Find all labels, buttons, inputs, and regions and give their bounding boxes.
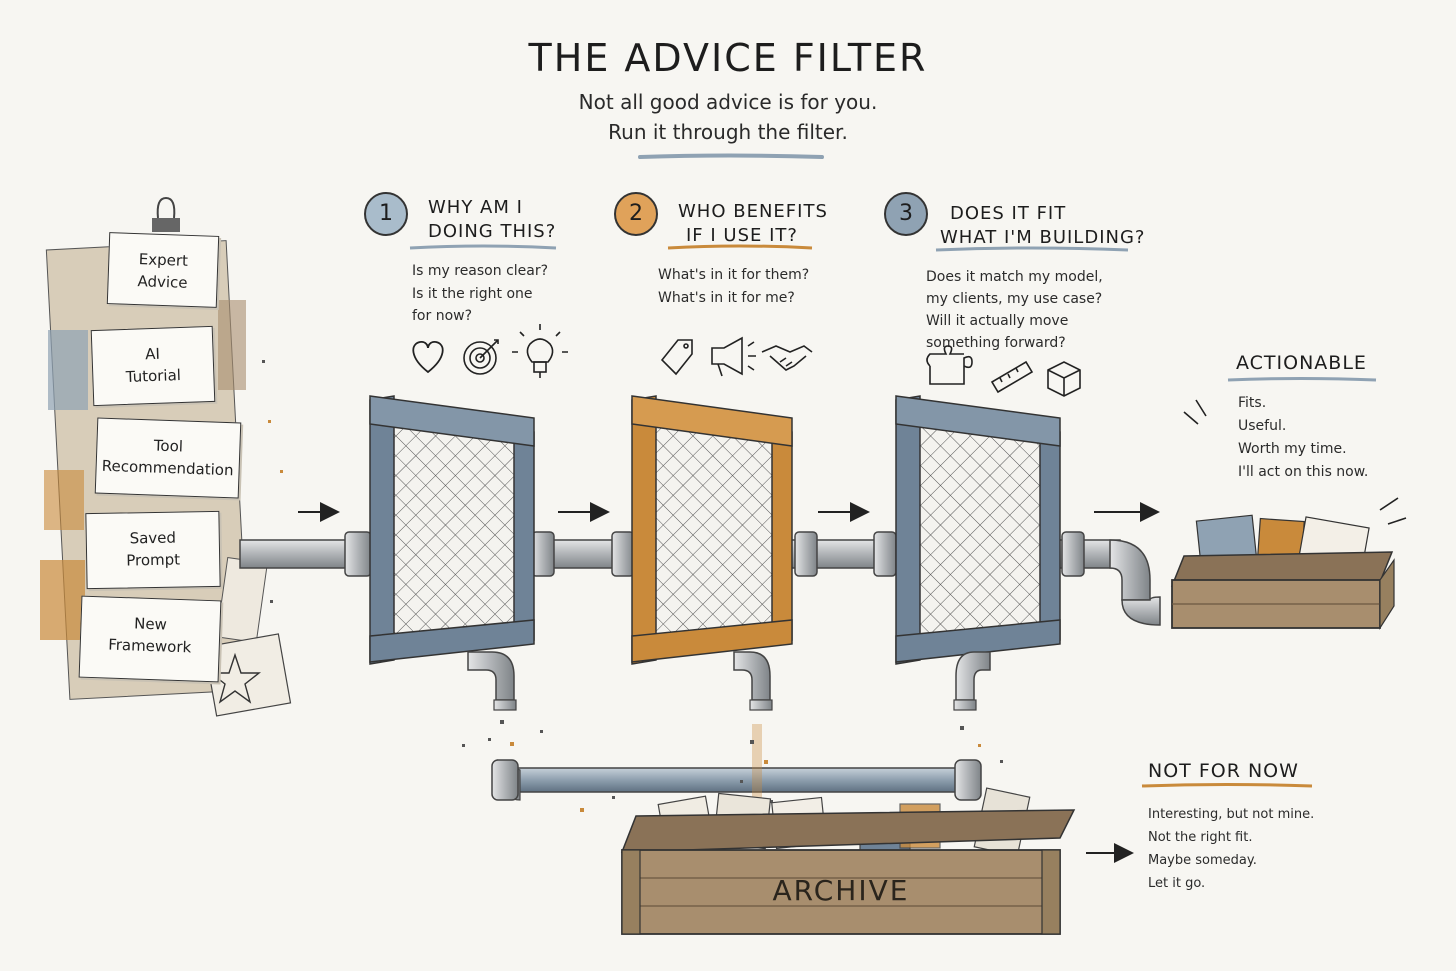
filter-1-question-3: for now? (412, 308, 473, 324)
actionable-line-3: Worth my time. (1238, 441, 1347, 457)
actionable-line-1: Fits. (1238, 395, 1267, 411)
actionable-crate (1170, 399, 1407, 631)
megaphone-icon (711, 336, 756, 377)
filter-3-question-1: Does it match my model, (926, 269, 1103, 285)
not-for-now-line-2: Not the right fit. (1148, 830, 1253, 845)
not-for-now-line-4: Let it go. (1148, 876, 1206, 891)
archive-label: ARCHIVE (772, 874, 910, 907)
falling-debris (262, 360, 1003, 812)
handshake-icon (761, 345, 813, 371)
filter-frame-3 (895, 395, 1061, 665)
target-icon (463, 339, 499, 375)
puzzle-icon (926, 345, 973, 385)
input-card-tool-recommendation: Tool Recommendation (94, 417, 242, 499)
filter-2-heading-line-2: IF I USE IT? (686, 225, 798, 246)
actionable-line-4: I'll act on this now. (1238, 464, 1369, 480)
step-number-2: 2 (614, 192, 658, 236)
not-for-now-line-1: Interesting, but not mine. (1148, 807, 1315, 822)
not-for-now-label: NOT FOR NOW (1148, 760, 1299, 782)
filter-2-question-1: What's in it for them? (658, 267, 810, 283)
subtitle-line-1: Not all good advice is for you. (578, 90, 878, 114)
drain-pipes (467, 651, 991, 844)
page-title: THE ADVICE FILTER (528, 36, 928, 80)
filter-1-heading-line-2: DOING THIS? (428, 221, 557, 242)
archive-crate (620, 787, 1076, 935)
filter-2-question-2: What's in it for me? (658, 290, 795, 306)
binder-clip-icon (152, 196, 180, 232)
input-card-ai-tutorial: AI Tutorial (90, 325, 216, 407)
filter-3-heading-line-1: DOES IT FIT (950, 203, 1067, 224)
filter-3-heading-line-2: WHAT I'M BUILDING? (940, 227, 1146, 248)
input-card-saved-prompt: Saved Prompt (85, 510, 221, 590)
price-tag-icon (660, 339, 693, 376)
filter-1-heading-line-1: WHY AM I (428, 197, 523, 218)
input-card-expert-advice: Expert Advice (106, 232, 220, 308)
ruler-icon (990, 360, 1034, 394)
step-number-3: 3 (884, 192, 928, 236)
filter-1-question-1: Is my reason clear? (412, 263, 549, 279)
not-for-now-line-3: Maybe someday. (1148, 853, 1257, 868)
filter-3-question-4: something forward? (926, 335, 1066, 351)
step-number-1: 1 (364, 192, 408, 236)
filter-frame-1 (369, 395, 535, 665)
subtitle-line-2: Run it through the filter. (608, 120, 848, 144)
filter-3-question-3: Will it actually move (926, 313, 1069, 329)
filter-frame-2 (631, 395, 793, 665)
heart-icon (412, 340, 444, 374)
filter-1-question-2: Is it the right one (412, 286, 533, 302)
lightbulb-icon (512, 324, 568, 378)
filter-2-heading-line-1: WHO BENEFITS (678, 201, 828, 222)
actionable-label: ACTIONABLE (1236, 352, 1367, 374)
filter-3-question-2: my clients, my use case? (926, 291, 1103, 307)
subtitle-underline (638, 153, 824, 159)
box-icon (1047, 361, 1081, 397)
input-card-new-framework: New Framework (78, 595, 222, 683)
actionable-line-2: Useful. (1238, 418, 1287, 434)
